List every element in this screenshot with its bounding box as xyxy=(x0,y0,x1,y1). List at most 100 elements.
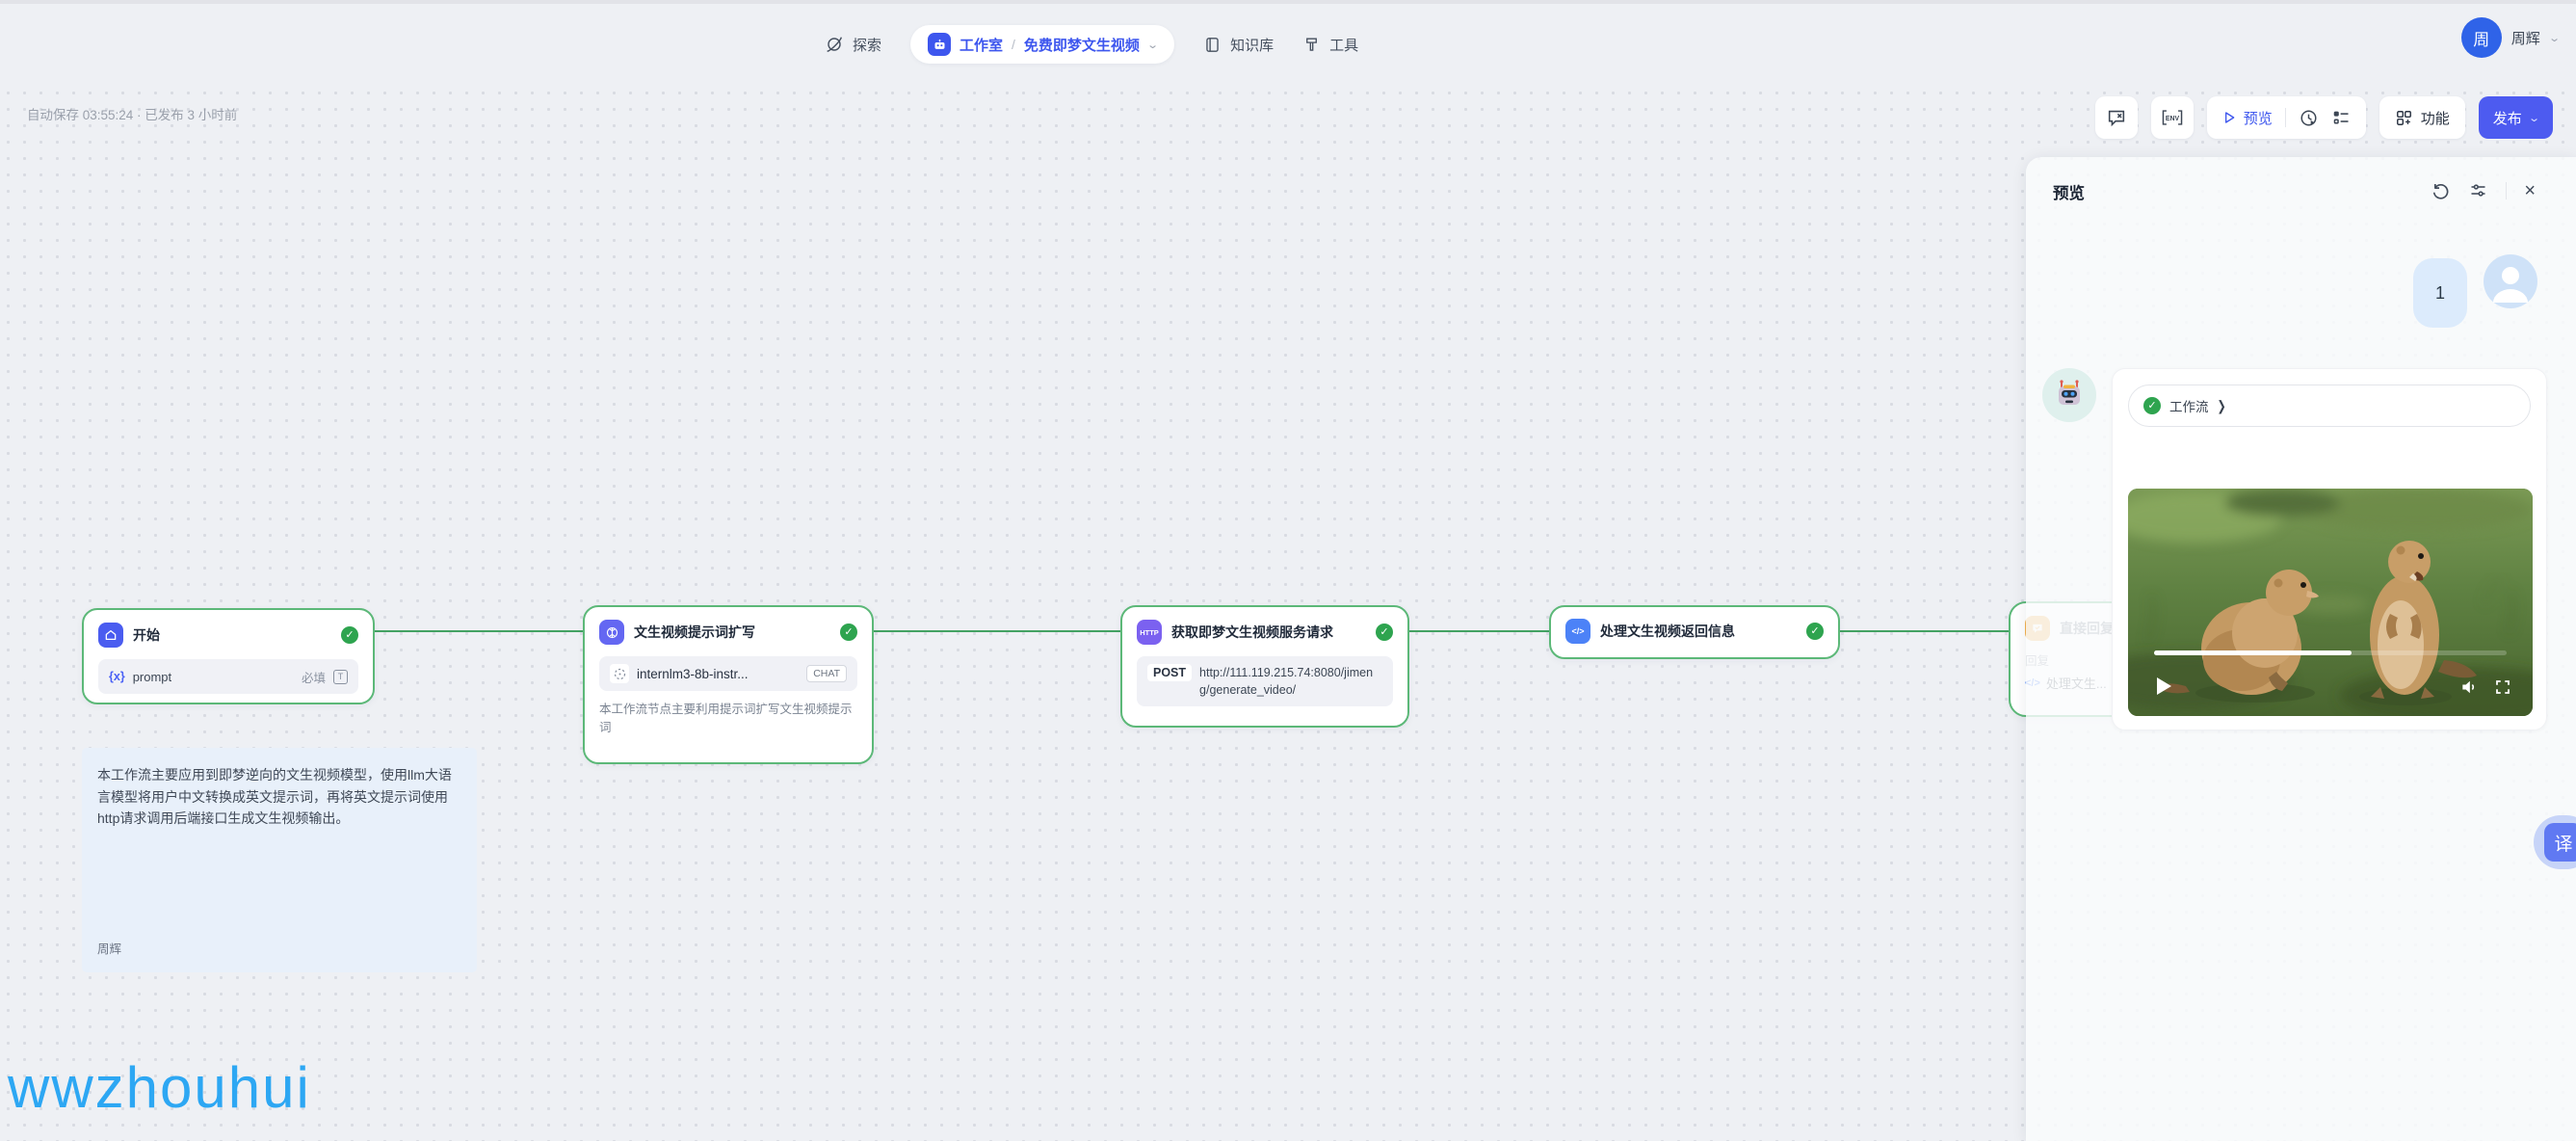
marmot-right xyxy=(2359,541,2477,705)
nav-item-tools[interactable]: 工具 xyxy=(1302,35,1358,55)
publish-label: 发布 xyxy=(2492,110,2522,127)
env-icon: ENV xyxy=(2160,107,2185,128)
explore-icon xyxy=(825,35,844,54)
http-icon: HTTP xyxy=(1137,620,1162,645)
note-author: 周辉 xyxy=(97,942,122,956)
video-controls-right xyxy=(2459,677,2511,697)
required-badge: 必填 xyxy=(301,671,326,685)
chevron-down-icon[interactable]: ⌄ xyxy=(2547,32,2561,44)
node-code[interactable]: </> 处理文生视频返回信息 ✓ xyxy=(1549,605,1840,659)
edge-llm-to-http xyxy=(874,630,1120,632)
run-preview-label: 预览 xyxy=(2243,110,2273,127)
model-mode-tag: CHAT xyxy=(806,665,847,682)
nav-user-area[interactable]: 周 周辉 ⌄ xyxy=(2460,17,2561,58)
node-llm-title: 文生视频提示词扩写 xyxy=(634,624,755,640)
chevron-down-icon[interactable]: ⌄ xyxy=(1146,39,1159,51)
window-top-edge xyxy=(0,0,2576,4)
user-name: 周辉 xyxy=(2510,30,2540,47)
close-icon[interactable]: × xyxy=(2524,179,2536,201)
run-group: 预览 xyxy=(2206,96,2366,139)
run-preview-button[interactable]: 预览 xyxy=(2221,108,2273,128)
top-navbar: 探索 工作室 / 免费即梦文生视频 ⌄ 知识库 工具 周 周辉 ⌄ xyxy=(0,4,2576,85)
code-icon: </> xyxy=(1565,619,1590,644)
llm-icon xyxy=(599,620,624,645)
avatar[interactable]: 周 xyxy=(2460,17,2502,58)
http-method-badge: POST xyxy=(1147,664,1193,681)
features-label: 功能 xyxy=(2420,110,2450,127)
nav-item-knowledge[interactable]: 知识库 xyxy=(1203,35,1274,55)
bot-icon xyxy=(928,33,952,56)
generated-video-player[interactable] xyxy=(2128,489,2533,716)
node-code-header: </> 处理文生视频返回信息 ✓ xyxy=(1565,619,1824,644)
nav-item-explore[interactable]: 探索 xyxy=(825,35,881,55)
comment-x-icon xyxy=(2106,107,2127,128)
comment-button[interactable] xyxy=(2094,96,2138,139)
features-grid-plus-icon xyxy=(2395,109,2413,127)
watermark-text: wwzhouhui xyxy=(8,1055,311,1120)
start-param-row[interactable]: {x} prompt 必填 T xyxy=(98,659,358,694)
bot-chat-avatar xyxy=(2042,368,2096,422)
env-variables-button[interactable]: ENV xyxy=(2150,96,2194,139)
play-outline-icon xyxy=(2221,110,2237,125)
workflow-result-pill[interactable]: ✓ 工作流 ❯ xyxy=(2128,385,2531,427)
node-http-title: 获取即梦文生视频服务请求 xyxy=(1171,624,1333,640)
publish-button[interactable]: 发布 ⌄ xyxy=(2478,96,2553,139)
success-check-icon: ✓ xyxy=(1806,623,1824,640)
success-check-icon: ✓ xyxy=(341,626,358,644)
chevron-right-icon: ❯ xyxy=(2217,398,2226,414)
nav-tools-label: 工具 xyxy=(1329,37,1359,54)
user-chat-avatar xyxy=(2484,254,2537,308)
variable-icon: {x} xyxy=(109,670,125,683)
nav-knowledge-label: 知识库 xyxy=(1230,37,1275,54)
success-check-icon: ✓ xyxy=(840,624,857,641)
fullscreen-icon[interactable] xyxy=(2494,678,2511,696)
video-progress-bar[interactable] xyxy=(2154,650,2507,655)
param-name: prompt xyxy=(132,669,172,684)
nav-current-app-pill[interactable]: 工作室 / 免费即梦文生视频 ⌄ xyxy=(910,25,1175,64)
translate-fab[interactable]: 译 xyxy=(2534,815,2576,869)
bot-message-card: ✓ 工作流 ❯ xyxy=(2112,368,2547,730)
user-message-bubble: 1 xyxy=(2413,258,2467,328)
settings-sliders-icon[interactable] xyxy=(2468,180,2488,200)
nav-center: 探索 工作室 / 免费即梦文生视频 ⌄ 知识库 工具 xyxy=(825,25,1358,64)
breadcrumb-current-app[interactable]: 免费即梦文生视频 xyxy=(1023,37,1140,54)
edge-http-to-code xyxy=(1409,630,1549,632)
node-http-header: HTTP 获取即梦文生视频服务请求 ✓ xyxy=(1137,620,1393,645)
node-code-title: 处理文生视频返回信息 xyxy=(1600,624,1735,639)
reset-conversation-icon[interactable] xyxy=(2431,180,2451,200)
edge-code-to-reply xyxy=(1840,630,2011,632)
run-history-icon[interactable] xyxy=(2299,108,2319,128)
success-check-icon: ✓ xyxy=(1376,624,1393,641)
node-llm-header: 文生视频提示词扩写 ✓ xyxy=(599,620,857,645)
video-play-button[interactable] xyxy=(2157,677,2171,695)
string-type-icon: T xyxy=(333,669,348,684)
autosave-status: 自动保存 03:55:24 · 已发布 3 小时前 xyxy=(27,108,238,122)
canvas-toolbar: ENV 预览 功能 发布 ⌄ xyxy=(2094,96,2553,139)
http-request-row[interactable]: POST http://111.119.215.74:8080/jimeng/g… xyxy=(1137,656,1393,707)
model-name: internlm3-8b-instr... xyxy=(637,666,749,681)
note-text: 本工作流主要应用到即梦逆向的文生视频模型，使用llm大语言模型将用户中文转换成英… xyxy=(97,767,452,827)
tools-icon xyxy=(1302,36,1321,54)
nav-explore-label: 探索 xyxy=(853,37,882,54)
llm-model-row[interactable]: internlm3-8b-instr... CHAT xyxy=(599,656,857,691)
home-icon xyxy=(98,623,123,648)
http-url: http://111.119.215.74:8080/jimeng/genera… xyxy=(1199,666,1374,698)
video-frame-marmots xyxy=(2128,489,2533,716)
nav-studio-label[interactable]: 工作室 xyxy=(959,37,1004,54)
node-http[interactable]: HTTP 获取即梦文生视频服务请求 ✓ POST http://111.119.… xyxy=(1120,605,1409,728)
volume-icon[interactable] xyxy=(2459,677,2479,697)
preview-panel-title: 预览 xyxy=(2053,185,2085,202)
node-llm[interactable]: 文生视频提示词扩写 ✓ internlm3-8b-instr... CHAT 本… xyxy=(583,605,874,764)
breadcrumb-separator: / xyxy=(1012,37,1015,52)
node-start[interactable]: 开始 ✓ {x} prompt 必填 T xyxy=(82,608,375,704)
node-llm-description: 本工作流节点主要利用提示词扩写文生视频提示词 xyxy=(599,703,853,734)
features-button[interactable]: 功能 xyxy=(2379,96,2465,139)
canvas-note[interactable]: 本工作流主要应用到即梦逆向的文生视频模型，使用llm大语言模型将用户中文转换成英… xyxy=(82,748,477,972)
divider xyxy=(2506,181,2508,199)
checklist-icon[interactable] xyxy=(2331,108,2352,128)
video-progress-fill xyxy=(2154,650,2352,655)
node-start-header: 开始 ✓ xyxy=(98,623,358,648)
divider xyxy=(2284,108,2286,127)
workflow-pill-label: 工作流 xyxy=(2169,400,2209,414)
translate-icon[interactable]: 译 xyxy=(2544,823,2576,862)
